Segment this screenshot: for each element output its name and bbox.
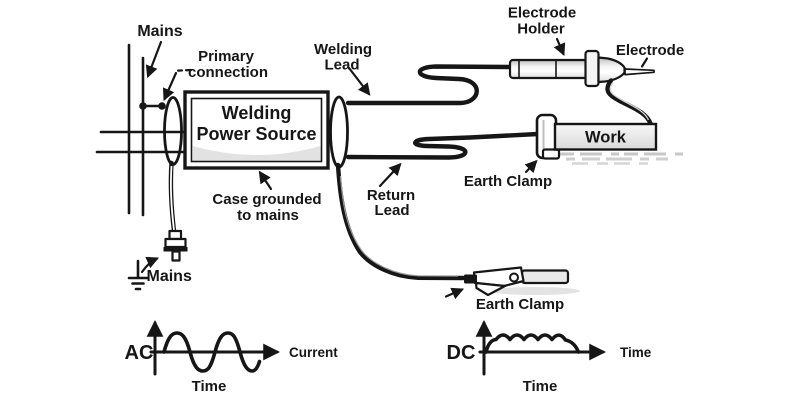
welding-lead-arrow	[347, 66, 371, 96]
clamp-ferrule	[464, 274, 477, 284]
case-grounded-label-group: Case grounded to mains	[212, 170, 322, 224]
primary-connection-line1: Primary	[198, 48, 255, 65]
ac-waveform-graph: AC Current Time	[125, 319, 338, 395]
plug-neck	[168, 229, 183, 241]
clamp-shadow	[490, 287, 580, 295]
welding-lead-group: Welding Lead	[314, 41, 512, 106]
cable-grommet-right	[329, 95, 349, 169]
earth-clamp-cable	[335, 162, 466, 281]
clamp-lower-jaw	[474, 281, 507, 297]
electrode-holder-line1: Electrode	[508, 5, 576, 22]
welding-lead-line2: Lead	[324, 57, 359, 74]
power-source-title-line1: Welding	[222, 103, 292, 123]
welding-lead-cable	[345, 64, 512, 106]
plug-collar	[163, 247, 188, 252]
electrode-to-work-cable	[605, 78, 653, 126]
power-source-shine	[193, 146, 321, 161]
ac-sine-wave	[162, 331, 262, 373]
mains-supply-lines	[95, 43, 191, 217]
clamp-pivot	[509, 272, 519, 283]
crocodile-clamp-group: Earth Clamp	[444, 266, 580, 313]
case-grounded-line1: Case grounded	[212, 191, 321, 208]
earth-clamp-bottom-label: Earth Clamp	[476, 296, 564, 313]
holder-barrel	[508, 58, 589, 80]
electrode-holder-line2: Holder	[517, 21, 565, 38]
dc-ripple-wave	[484, 333, 581, 354]
case-grounded-arrow	[258, 170, 273, 191]
mains-bottom-arrow	[140, 256, 160, 274]
clamp-handle	[520, 269, 570, 285]
electrode-holder-group: Electrode Holder Electrode	[508, 5, 684, 126]
work-label: Work	[585, 129, 627, 147]
mains-plug-assembly: Mains	[127, 160, 192, 291]
earth-clamp-work-arrow	[524, 159, 538, 174]
electrode-leader-line	[640, 57, 649, 68]
return-lead-line1: Return	[367, 187, 415, 204]
ac-time-label: Time	[192, 378, 227, 395]
electrode-holder-arrow	[553, 37, 566, 57]
holder-guard	[584, 49, 600, 88]
holder-nose	[597, 56, 626, 84]
return-lead-arrow	[378, 162, 402, 188]
work-group: Work Earth Clamp	[464, 113, 688, 190]
return-lead-group: Return Lead	[345, 131, 541, 219]
earth-ground-icon	[127, 259, 149, 291]
work-clamp-foot	[541, 148, 561, 160]
work-shadow	[560, 152, 688, 165]
work-piece	[553, 122, 658, 151]
mains-top-arrow	[145, 40, 163, 79]
earth-clamp-cable-sheen	[339, 175, 459, 277]
earth-cable-group	[335, 162, 466, 281]
mains-top-label-group: Mains	[137, 23, 183, 79]
plug-body	[164, 237, 187, 249]
primary-connection-label-group: Primary connection	[162, 48, 268, 102]
junction-dot	[139, 102, 147, 110]
electrode-label: Electrode	[616, 42, 684, 59]
ac-current-axis-label: Current	[289, 345, 338, 360]
earth-clamp-work-label: Earth Clamp	[464, 173, 552, 190]
dc-waveform-graph: DC Time Time	[447, 319, 652, 395]
earth-clamp-bottom-arrow	[444, 287, 465, 300]
welding-power-source: Welding Power Source	[163, 90, 349, 170]
primary-connection-dash	[176, 68, 193, 72]
junction-dot	[158, 102, 166, 110]
primary-connection-line2: connection	[188, 64, 268, 81]
plug-cord-sheen	[170, 165, 175, 231]
ac-label: AC	[125, 342, 154, 364]
dc-time-axis-label: Time	[620, 345, 652, 360]
return-lead-line2: Lead	[374, 202, 409, 219]
mains-bottom-label: Mains	[147, 268, 192, 285]
power-source-title-line2: Power Source	[196, 124, 316, 144]
welding-lead-line1: Welding	[314, 41, 372, 58]
dc-label: DC	[447, 342, 476, 364]
plug-pin	[171, 250, 181, 262]
mains-top-label: Mains	[137, 23, 182, 40]
dc-time-label: Time	[523, 378, 558, 395]
electrode-rod	[624, 68, 655, 76]
case-grounded-line2: to mains	[237, 207, 299, 224]
primary-connection-arrow	[162, 71, 178, 102]
return-lead-cable	[345, 131, 541, 160]
electrode-cable-sheen	[609, 82, 650, 121]
